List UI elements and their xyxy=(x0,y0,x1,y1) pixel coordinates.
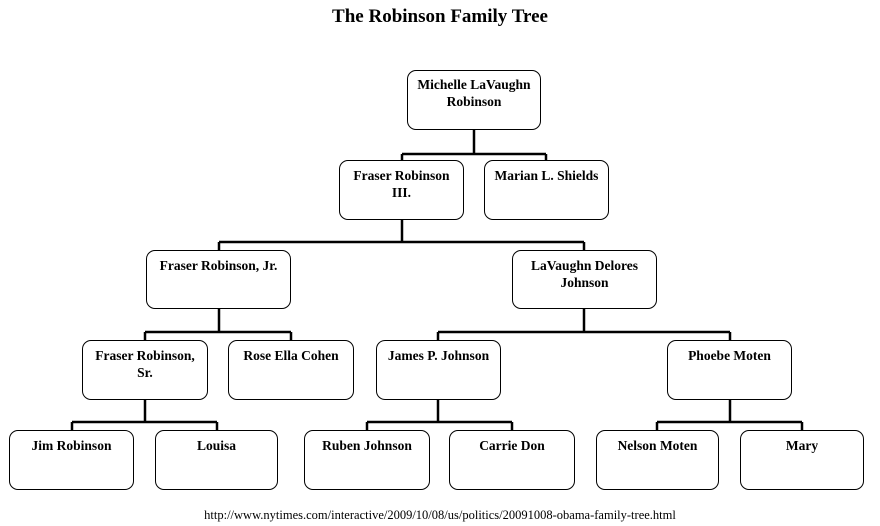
person-phoebe-moten: Phoebe Moten xyxy=(667,340,792,400)
diagram-title: The Robinson Family Tree xyxy=(332,6,548,27)
person-nelson-moten: Nelson Moten xyxy=(596,430,719,490)
person-fraser-robinson-sr: Fraser Robinson, Sr. xyxy=(82,340,208,400)
person-louisa: Louisa xyxy=(155,430,278,490)
person-fraser-robinson-iii: Fraser Robinson III. xyxy=(339,160,464,220)
person-marian-shields: Marian L. Shields xyxy=(484,160,609,220)
person-carrie-don: Carrie Don xyxy=(449,430,575,490)
person-mary: Mary xyxy=(740,430,864,490)
person-james-johnson: James P. Johnson xyxy=(376,340,501,400)
person-fraser-robinson-jr: Fraser Robinson, Jr. xyxy=(146,250,291,309)
person-ruben-johnson: Ruben Johnson xyxy=(304,430,430,490)
source-url: http://www.nytimes.com/interactive/2009/… xyxy=(204,508,676,522)
person-michelle-robinson: Michelle LaVaughn Robinson xyxy=(407,70,541,130)
person-lavaughn-johnson: LaVaughn Delores Johnson xyxy=(512,250,657,309)
person-jim-robinson: Jim Robinson xyxy=(9,430,134,490)
person-rose-cohen: Rose Ella Cohen xyxy=(228,340,354,400)
